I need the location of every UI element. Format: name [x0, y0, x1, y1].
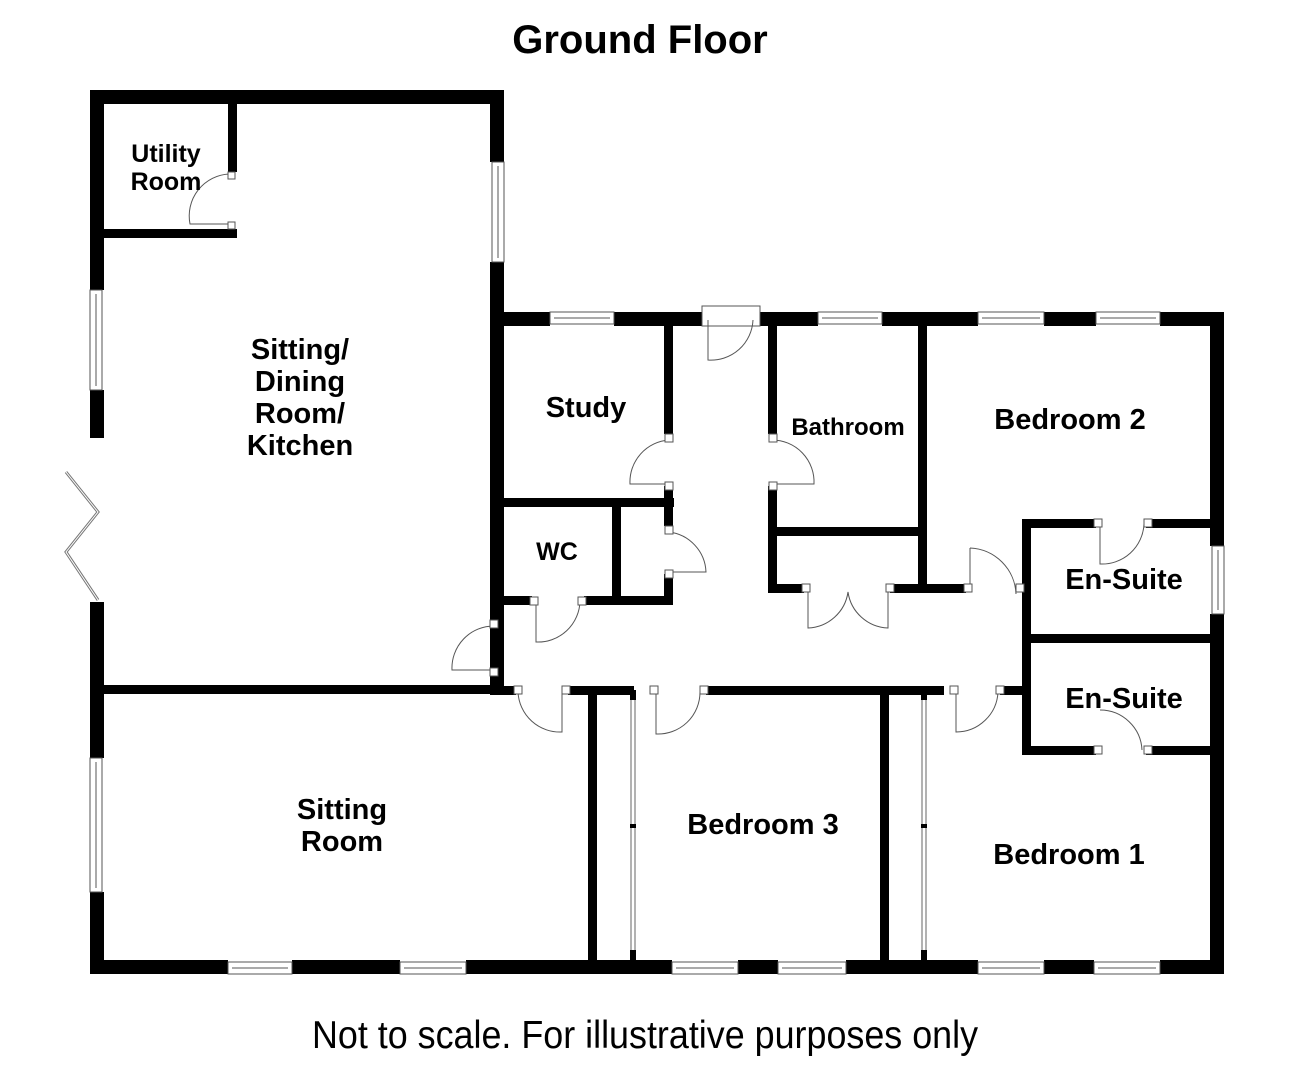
utility-line2: Room	[130, 168, 202, 196]
room-label-study: Study	[545, 392, 627, 424]
doors	[64, 171, 1153, 755]
room-label-wc: WC	[536, 538, 578, 566]
disclaimer-footer: Not to scale. For illustrative purposes …	[311, 1014, 979, 1057]
room-label-bedroom-2: Bedroom 2	[994, 404, 1146, 436]
room-label-ensuite-upper: En-Suite	[1065, 564, 1183, 596]
room-label-utility: Utility Room	[118, 140, 214, 196]
room-label-sitting-room: Sitting Room	[272, 794, 412, 858]
walls	[90, 90, 1224, 974]
room-label-bathroom: Bathroom	[791, 414, 905, 441]
wardrobes	[630, 700, 927, 950]
room-label-bedroom-3: Bedroom 3	[687, 809, 839, 841]
room-label-sitting-dining-kitchen: Sitting/ Dining Room/ Kitchen	[230, 334, 370, 462]
sitting-dining-line1: Sitting/	[250, 334, 350, 366]
room-label-ensuite-lower: En-Suite	[1065, 683, 1183, 715]
sitting-dining-line3: Room/	[254, 398, 346, 430]
sitting-room-line1: Sitting	[296, 794, 388, 826]
sitting-dining-line4: Kitchen	[246, 430, 354, 462]
sitting-room-line2: Room	[300, 826, 384, 858]
windows	[89, 161, 1225, 975]
utility-line1: Utility	[131, 140, 201, 168]
room-label-bedroom-1: Bedroom 1	[993, 839, 1145, 871]
floor-title: Ground Floor	[512, 18, 768, 62]
sitting-dining-line2: Dining	[254, 366, 346, 398]
